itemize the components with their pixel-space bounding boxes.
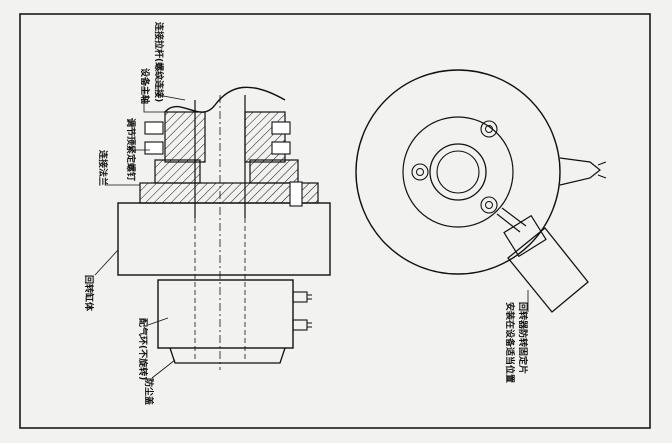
bore-outer: [429, 143, 487, 201]
label-anti-rotation-line2: 安装在设备适当位置: [504, 302, 516, 383]
label-flange: 连接法兰: [97, 150, 109, 186]
anti-rotation-plate: [507, 227, 589, 313]
flange-bolt: [289, 181, 303, 207]
label-connector-rod: 连接拉杆(螺纹连接): [153, 22, 165, 102]
anti-rotation-bracket: [503, 214, 547, 258]
screw-head-left-lower: [144, 141, 164, 155]
gas-port-lower: [292, 319, 308, 331]
flange-plate: [139, 182, 319, 204]
flange-hub-right: [249, 159, 299, 184]
screw-head-right-upper: [271, 121, 291, 135]
label-main-shaft: 设备主轴: [139, 68, 151, 104]
front-view: [355, 69, 607, 313]
label-anti-rotation-line1: 回转器防转固定片: [517, 302, 529, 374]
screw-head-right-lower: [271, 141, 291, 155]
flange-hub-left: [154, 159, 201, 184]
bore-inner: [436, 150, 480, 194]
label-gas-ring: 配气环(不旋转): [137, 318, 149, 380]
gas-port-upper: [292, 291, 308, 303]
shaft-break-line: [164, 86, 286, 113]
label-dust-cover: 防尘盖: [143, 378, 155, 405]
screw-head-left-upper: [144, 121, 164, 135]
inner-flange-circle: [402, 116, 514, 228]
outer-disc: [355, 69, 561, 275]
side-section-view: [94, 70, 331, 379]
shaft-wall-left: [164, 111, 206, 163]
dust-cover-shape: [169, 347, 286, 364]
label-cylinder-body: 回转缸体: [83, 275, 95, 312]
drawing-frame: [19, 13, 651, 429]
gas-ring-shape: [157, 279, 294, 349]
cylinder-body-shape: [117, 202, 331, 276]
label-adjust-screw: 调节顶紧定螺钉: [125, 118, 137, 181]
side-connector: [559, 157, 601, 186]
